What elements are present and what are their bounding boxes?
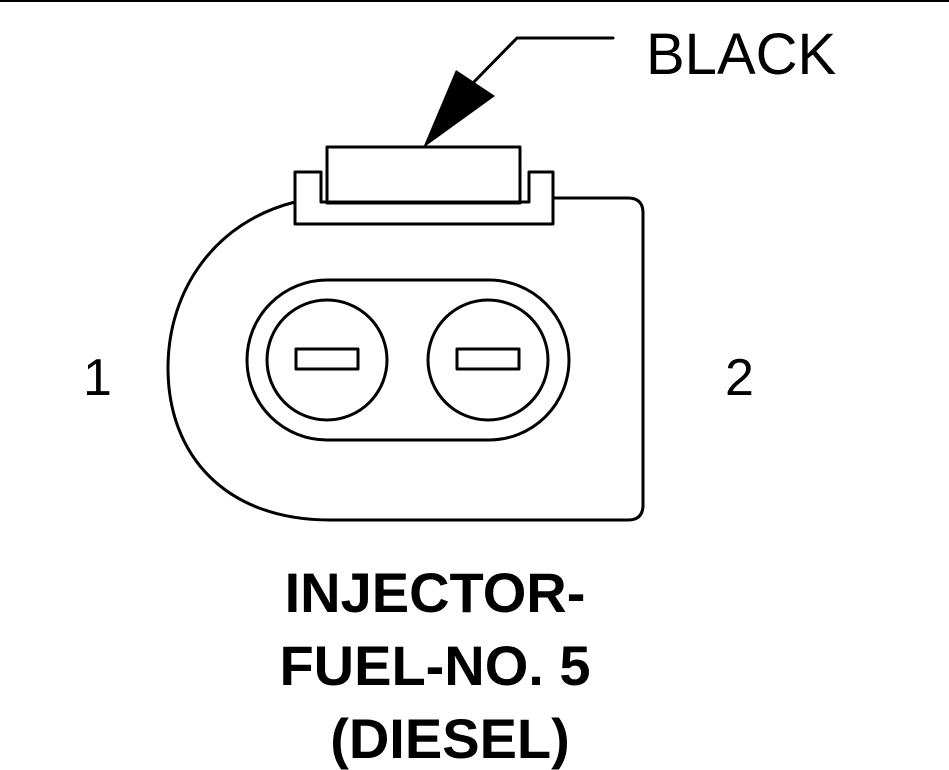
locking-tab-frame [293, 170, 555, 226]
wire-color-label: BLACK [646, 22, 837, 87]
connector-body [166, 196, 645, 522]
pin-2-label: 2 [725, 349, 754, 407]
pin-1-cavity [265, 298, 389, 422]
diagram-title-line-1: INJECTOR- [284, 561, 586, 624]
pin-2-cavity [426, 298, 550, 422]
callout-arrowhead [423, 70, 495, 148]
pin-cavity-housing [245, 278, 571, 442]
pin-1-label: 1 [83, 349, 112, 407]
pin-1-terminal [294, 347, 360, 371]
callout-leader-line [466, 36, 615, 90]
diagram-title-line-3: (DIESEL) [330, 707, 570, 770]
diagram-title-line-2: FUEL-NO. 5 [279, 634, 591, 697]
pin-2-terminal [455, 347, 521, 371]
locking-tab-block [325, 145, 522, 205]
